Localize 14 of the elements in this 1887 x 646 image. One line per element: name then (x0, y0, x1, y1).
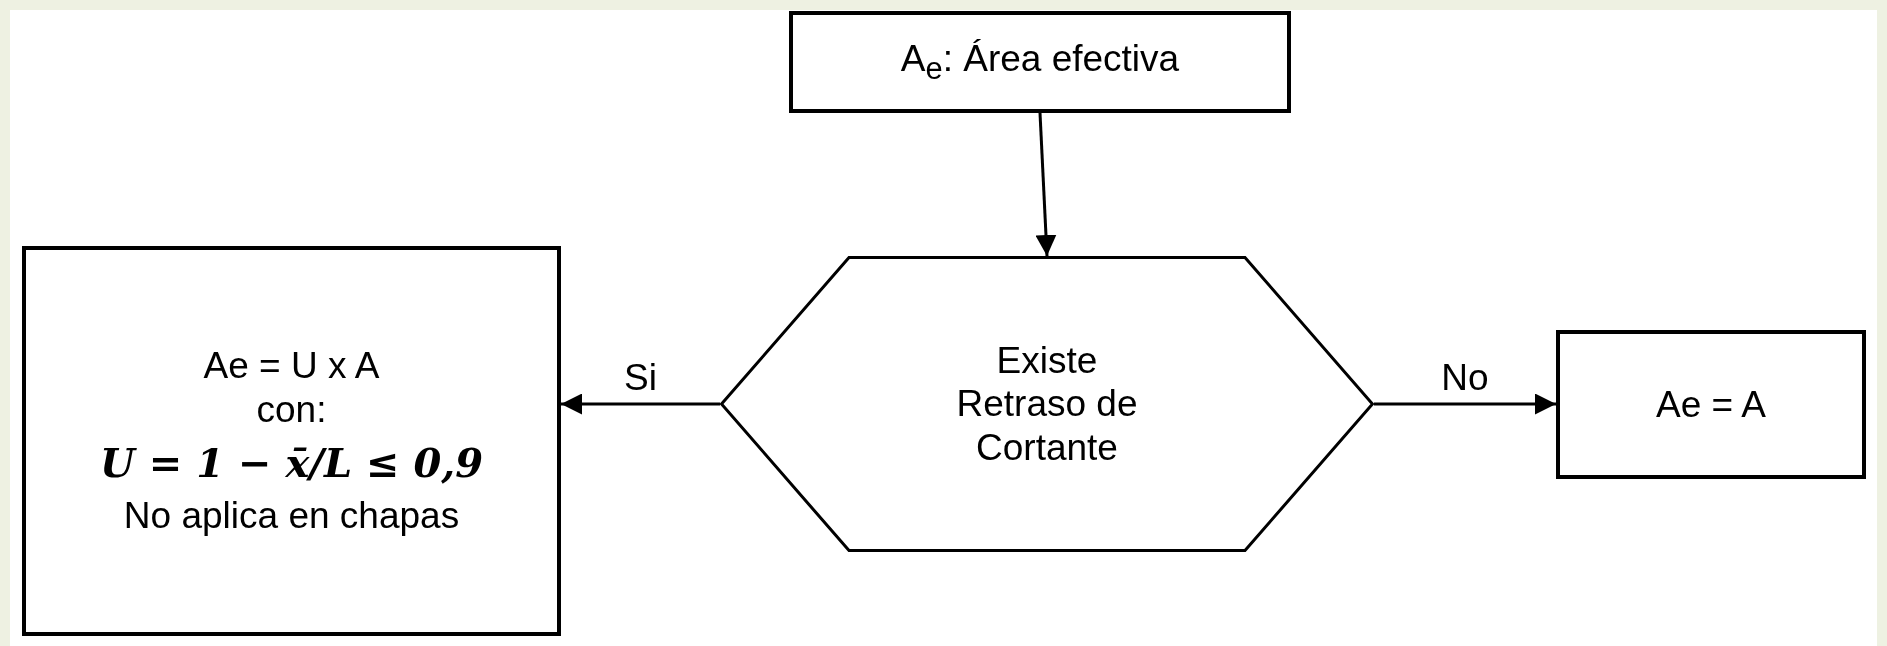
process-box (1556, 330, 1866, 479)
decision-hexagon (720, 256, 1374, 552)
arrow (561, 393, 720, 415)
process-box (789, 11, 1291, 113)
arrow (1035, 112, 1057, 257)
formula: U = 1 − x̄/L ≤ 0,9 (100, 439, 483, 487)
node-text: Ae = A (1655, 382, 1767, 427)
node-text: Ae = U x A (203, 344, 380, 388)
arrow (1374, 393, 1556, 415)
process-box (22, 246, 561, 636)
node-text: A$_{e}$: Área efectiva (900, 36, 1180, 88)
node-text: No aplica en chapas (123, 494, 460, 538)
node-text: con: (256, 387, 327, 432)
node-text: Existe Retraso de Cortante (955, 338, 1139, 470)
